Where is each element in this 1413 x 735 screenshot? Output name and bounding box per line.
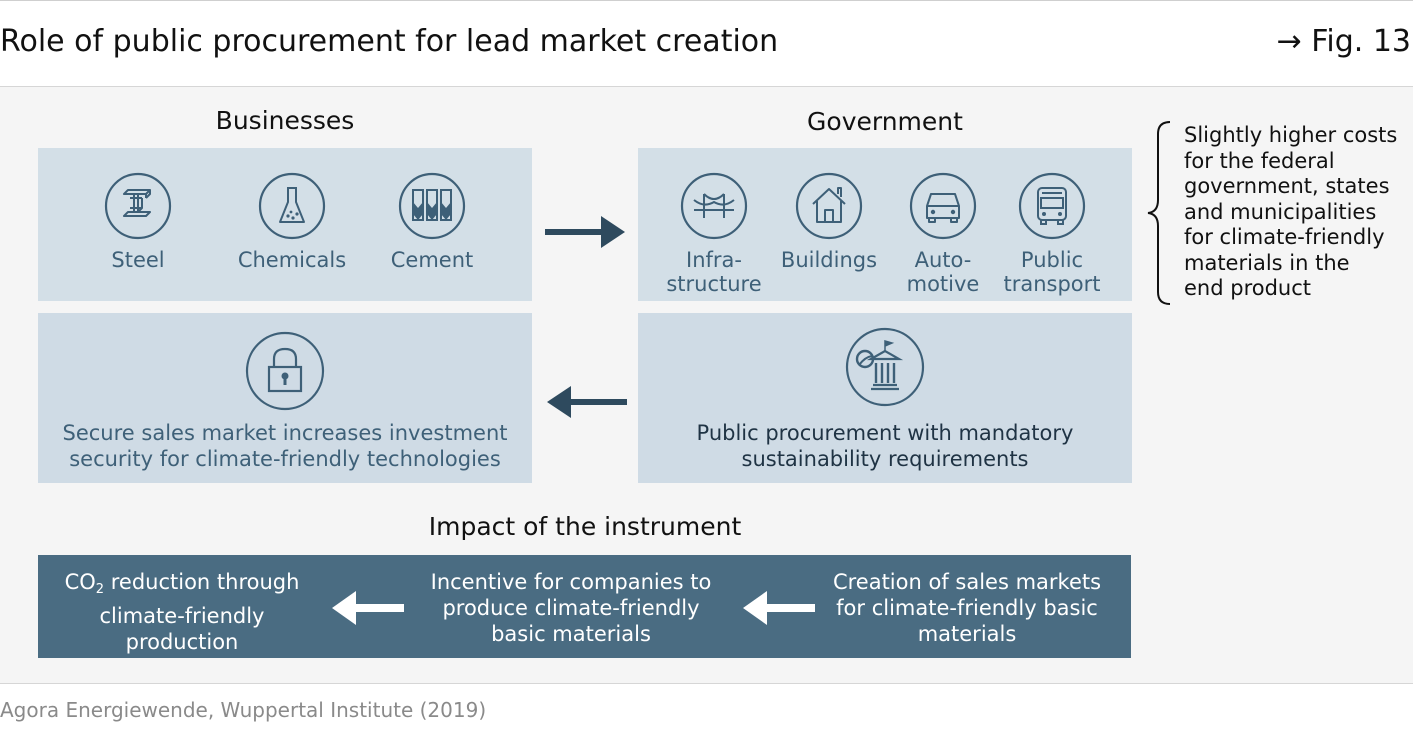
incentive-line-2: produce climate-friendly <box>442 596 700 620</box>
incentive-line-1: Incentive for companies to <box>430 570 712 594</box>
cement-item: Cement <box>382 172 482 272</box>
figure-title: Role of public procurement for lead mark… <box>0 24 779 59</box>
cement-label: Cement <box>390 248 474 272</box>
cost-note-line: materials in the <box>1184 250 1350 275</box>
creation-line-3: materials <box>917 622 1017 646</box>
creation-text: Creation of sales markets for climate-fr… <box>822 569 1112 647</box>
public-procurement-line-1: Public procurement with mandatory <box>696 421 1074 445</box>
infrastructure-item: Infra- structure <box>664 172 764 296</box>
chemicals-label: Chemicals <box>237 248 347 272</box>
secure-market-line-1: Secure sales market increases investment <box>62 421 508 445</box>
cost-note-line: end product <box>1184 276 1312 300</box>
cost-note-line: for the federal <box>1184 148 1335 173</box>
top-rule <box>0 0 1413 1</box>
public-procurement-text: Public procurement with mandatory sustai… <box>638 420 1132 472</box>
co2-prefix: CO <box>64 570 96 594</box>
co2-reduction-text: CO2 reduction through climate-friendly p… <box>42 569 322 655</box>
cement-silo-icon <box>398 172 466 240</box>
flask-icon <box>258 172 326 240</box>
arrow-left-icon <box>547 386 627 418</box>
public-procurement-line-2: sustainability requirements <box>741 447 1029 471</box>
businesses-heading: Businesses <box>215 106 355 135</box>
arrow-left-white-icon <box>743 591 815 625</box>
automotive-label-1: Auto- <box>914 248 972 272</box>
steel-label: Steel <box>111 248 165 272</box>
arrow-right-icon <box>545 216 625 248</box>
cost-note-line: for climate-friendly <box>1184 225 1385 249</box>
bus-icon <box>1018 172 1086 240</box>
figure-reference: → Fig. 13 <box>1276 24 1411 59</box>
creation-line-2: for climate-friendly basic <box>836 596 1098 620</box>
car-icon <box>909 172 977 240</box>
co2-line-3: production <box>125 630 239 654</box>
secure-market-text: Secure sales market increases investment… <box>38 420 532 472</box>
secure-market-line-2: security for climate-friendly technologi… <box>69 447 501 471</box>
co2-line-2: climate-friendly <box>99 604 265 628</box>
steel-beam-icon <box>104 172 172 240</box>
house-icon <box>795 172 863 240</box>
bridge-icon <box>680 172 748 240</box>
arrow-left-white-icon <box>332 591 404 625</box>
buildings-item: Buildings <box>774 172 884 272</box>
government-building-leaf-icon <box>845 327 925 407</box>
creation-line-1: Creation of sales markets <box>832 570 1102 594</box>
public-transport-label-1: Public <box>1020 248 1084 272</box>
cost-note-line: government, states <box>1184 174 1390 198</box>
secure-market-box <box>38 313 532 483</box>
cost-note: Slightly higher costs for the federal go… <box>1184 123 1404 302</box>
co2-rest: reduction through <box>104 570 300 594</box>
automotive-label-2: motive <box>906 272 980 296</box>
source-credit: Agora Energiewende, Wuppertal Institute … <box>0 698 487 722</box>
infrastructure-label-2: structure <box>666 272 762 296</box>
co2-line-1: CO2 reduction through <box>42 569 322 603</box>
impact-bar <box>38 555 1131 658</box>
cost-note-line: Slightly higher costs <box>1184 123 1398 147</box>
impact-heading: Impact of the instrument <box>428 512 742 541</box>
co2-subscript: 2 <box>95 582 105 597</box>
lock-icon <box>245 331 325 411</box>
businesses-box <box>38 148 532 301</box>
incentive-line-3: basic materials <box>491 622 651 646</box>
infrastructure-label-1: Infra- <box>686 248 742 272</box>
chemicals-item: Chemicals <box>234 172 350 272</box>
cost-note-line: and municipalities <box>1184 199 1377 224</box>
public-transport-label-2: transport <box>1003 272 1101 296</box>
public-transport-item: Public transport <box>1000 172 1104 296</box>
buildings-label: Buildings <box>780 248 878 272</box>
government-heading: Government <box>807 107 963 136</box>
automotive-item: Auto- motive <box>893 172 993 296</box>
steel-item: Steel <box>88 172 188 272</box>
curly-brace <box>1147 121 1171 305</box>
incentive-text: Incentive for companies to produce clima… <box>416 569 726 647</box>
